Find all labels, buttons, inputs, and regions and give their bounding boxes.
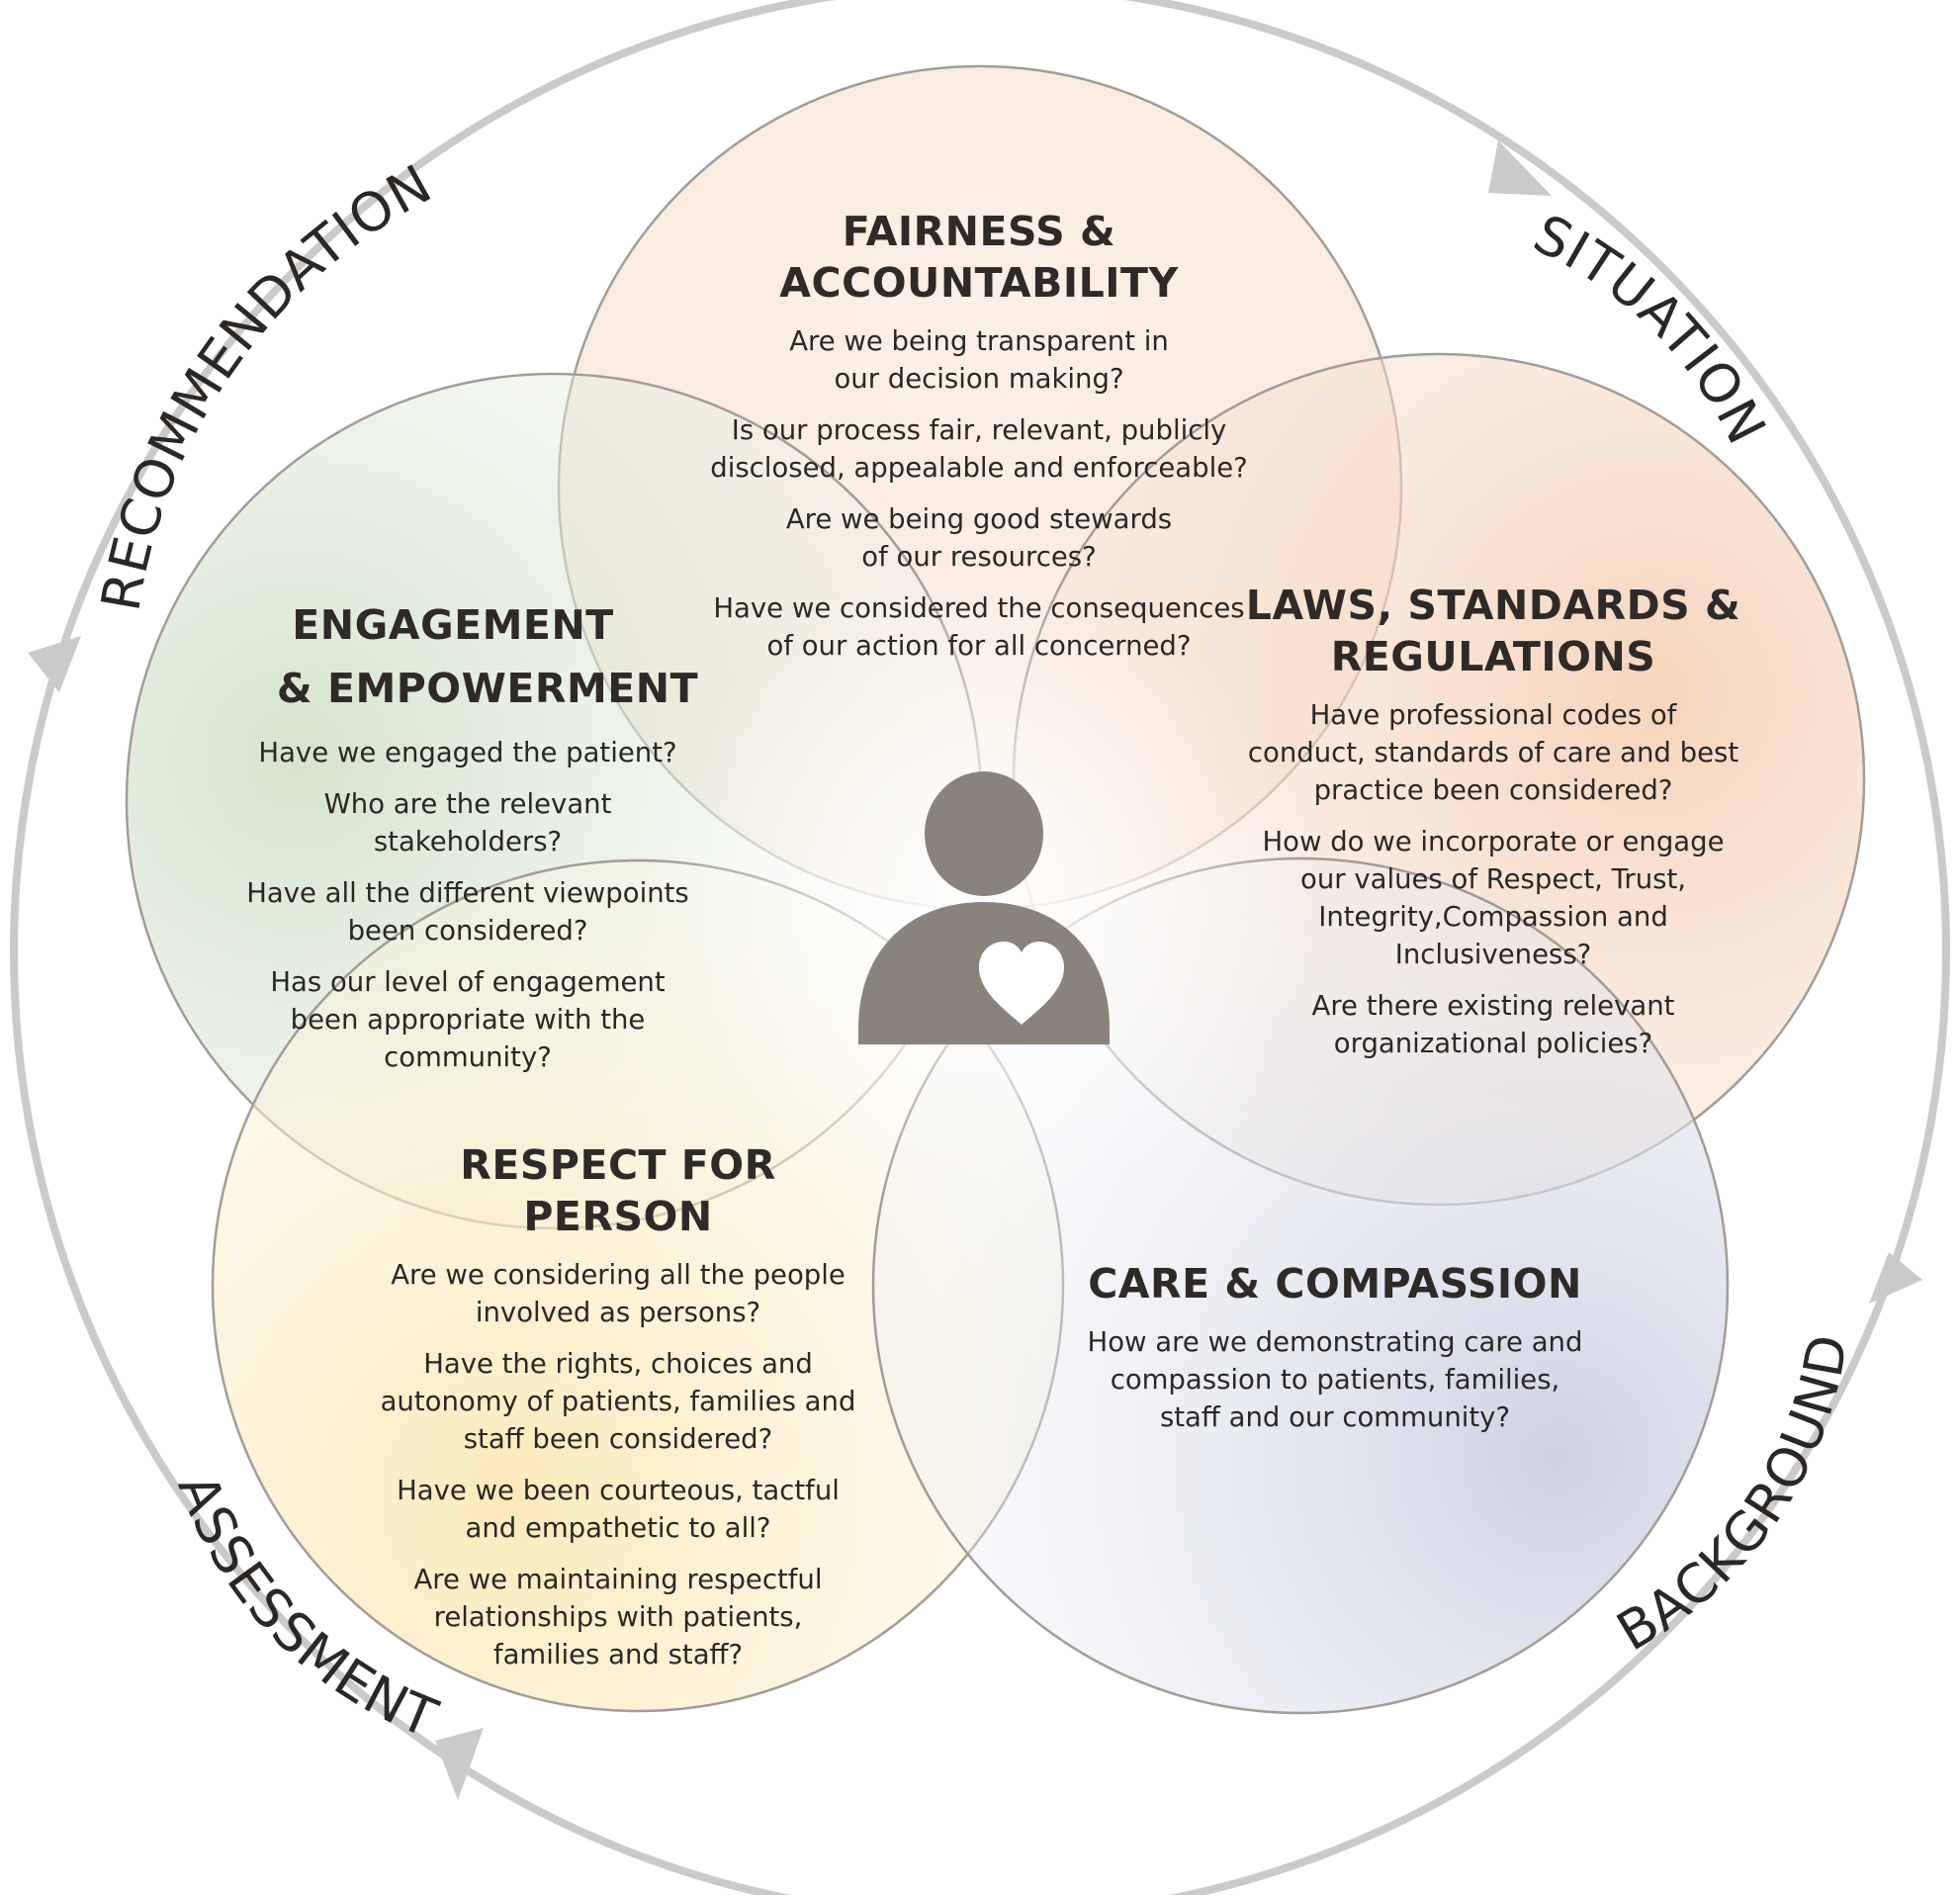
fairness-question: Have we considered the consequences of o… xyxy=(713,592,1245,662)
respect-block: RESPECT FOR PERSON Are we considering al… xyxy=(366,1139,870,1673)
care-question: How are we demonstrating care and compas… xyxy=(1087,1326,1583,1433)
care-heading: CARE & COMPASSION xyxy=(1088,1260,1582,1308)
laws-block: LAWS, STANDARDS & REGULATIONS Have profe… xyxy=(1236,580,1750,1062)
respect-question: Are we maintaining respectful relationsh… xyxy=(413,1564,823,1670)
fairness-question: Are we being transparent in our decision… xyxy=(789,325,1169,395)
fairness-question: Is our process fair, relevant, publicly … xyxy=(710,414,1248,484)
fairness-question: Are we being good stewards of our resour… xyxy=(785,503,1173,573)
person-with-heart-icon xyxy=(858,771,1110,1044)
laws-question: Are there existing relevant organization… xyxy=(1311,990,1675,1059)
engagement-question: Have we engaged the patient? xyxy=(258,737,677,768)
care-block: CARE & COMPASSION How are we demonstrati… xyxy=(1078,1258,1592,1436)
fairness-heading: FAIRNESS & ACCOUNTABILITY xyxy=(779,208,1179,307)
laws-heading: LAWS, STANDARDS & REGULATIONS xyxy=(1245,582,1741,680)
arrowhead-bottom-left xyxy=(435,1728,484,1800)
heart-icon xyxy=(979,942,1064,1025)
laws-question: How do we incorporate or engage our valu… xyxy=(1262,826,1725,970)
arrowhead-top-right xyxy=(1488,140,1552,196)
engagement-heading: ENGAGEMENT & EMPOWERMENT xyxy=(276,601,699,712)
engagement-question: Who are the relevant stakeholders? xyxy=(323,788,612,857)
arrowhead-left xyxy=(28,636,81,692)
laws-question: Have professional codes of conduct, stan… xyxy=(1247,699,1739,806)
engagement-block: ENGAGEMENT & EMPOWERMENT Have we engaged… xyxy=(235,593,700,1076)
engagement-question: Has our level of engagement been appropr… xyxy=(270,966,666,1073)
respect-heading: RESPECT FOR PERSON xyxy=(460,1141,776,1240)
respect-question: Have we been courteous, tactful and empa… xyxy=(397,1475,840,1544)
fairness-block: FAIRNESS & ACCOUNTABILITY Are we being t… xyxy=(682,206,1276,665)
arrowhead-right xyxy=(1869,1252,1922,1304)
respect-question: Are we considering all the people involv… xyxy=(391,1259,846,1328)
respect-question: Have the rights, choices and autonomy of… xyxy=(380,1348,856,1455)
cycle-ring xyxy=(10,0,1950,1895)
engagement-question: Have all the different viewpoints been c… xyxy=(246,877,689,947)
